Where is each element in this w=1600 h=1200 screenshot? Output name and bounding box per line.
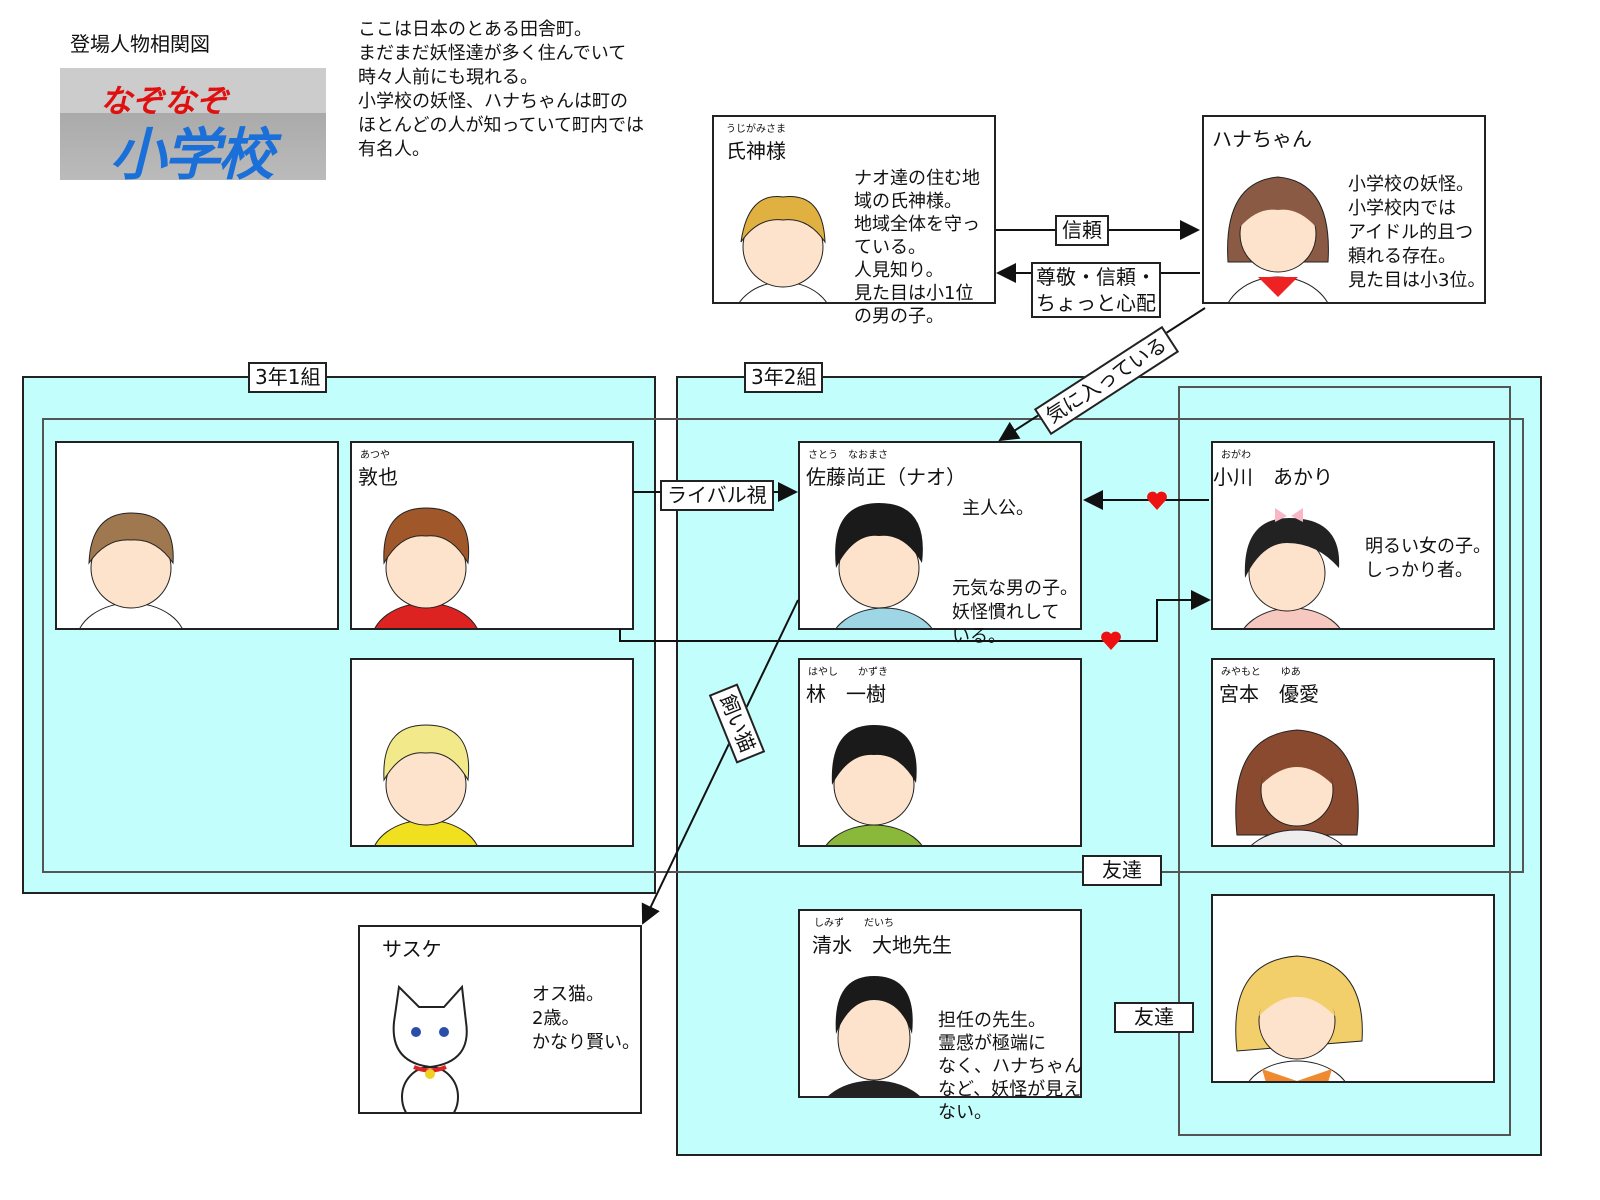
character-desc: ナオ達の住む地域の氏神様。地域全体を守っている。人見知り。見た目は小1位の男の子… [854,121,980,374]
card-classmate-boy[interactable] [55,441,339,630]
desc-line: 元気な男の子。 [952,578,1078,599]
character-portrait [79,512,183,628]
intro-line: まだまだ妖怪達が多く住んでいて [358,43,627,64]
desc-line: しっかり者。 [1365,560,1473,581]
logo: なぞなぞ 小学校 [60,68,326,188]
character-portrait [1227,176,1329,302]
character-portrait [825,725,923,845]
ruby: さとう なおまさ [808,450,888,461]
ruby: しみず だいち [814,918,894,929]
character-name: 氏神様 [726,139,786,163]
card-shimizu[interactable]: しみず だいち 清水 大地先生 担任の先生。霊感が極端になく、ハナちゃんなど、妖… [798,909,1082,1123]
desc-line: なく、ハナちゃん [938,1056,1082,1077]
card-ogawa[interactable]: おがわ 小川 あかり 明るい女の子。しっかり者。 [1211,441,1495,630]
character-portrait [835,503,933,628]
desc-line: 人見知り。 [854,260,944,281]
desc-line: 頼れる存在。 [1348,246,1456,267]
card-hana[interactable]: ハナちゃん 小学校の妖怪。小学校内ではアイドル的且つ頼れる存在。見た目は小3位。 [1202,115,1486,304]
desc-line: 域の氏神様。 [854,191,962,212]
desc-line: 霊感が極端に [938,1033,1046,1054]
intro-line: ここは日本のとある田舎町。 [358,19,592,40]
card-blonde-girl[interactable] [1211,894,1495,1083]
logo-top: なぞなぞ [100,82,229,120]
desc-line: 地域全体を守っ [854,214,980,235]
card-atsuya[interactable]: あつや 敦也 [350,441,634,630]
desc-line: 見た目は小3位。 [1348,270,1486,291]
character-desc: 小学校の妖怪。小学校内ではアイドル的且つ頼れる存在。見た目は小3位。 [1348,125,1485,341]
respect-label: 尊敬・信頼・ ちょっと心配 [1031,262,1161,318]
desc-line: 妖怪慣れして [952,602,1060,623]
intro-text: ここは日本のとある田舎町。 まだまだ妖怪達が多く住んでいて 時々人前にも現れる。… [358,18,644,162]
character-name: 敦也 [358,465,398,489]
desc-line: かなり賢い。 [532,1032,640,1053]
desc-line: ている。 [854,237,926,258]
character-desc: 明るい女の子。しっかり者。 [1365,487,1491,631]
character-portrait [1235,955,1363,1081]
intro-line: ほとんどの人が知っていて町内では [358,115,645,136]
character-name: 佐藤尚正（ナオ） [806,465,966,489]
character-name: 宮本 優愛 [1219,682,1319,706]
ruby: あつや [360,450,390,461]
ruby: みやもと ゆあ [1221,667,1301,678]
ruby: はやし かずき [808,667,888,678]
desc-line: の男の子。 [854,306,944,327]
desc-line: ナオ達の住む地 [854,168,980,189]
character-name: ハナちゃん [1212,127,1312,151]
friends-label: 友達 [1082,855,1162,886]
desc-line: いる。 [952,626,1006,647]
ruby: うじがみさま [726,124,786,135]
character-portrait [1243,508,1341,628]
ruby: おがわ [1221,450,1251,461]
logo-bottom: 小学校 [110,123,274,188]
cat-portrait [392,984,468,1112]
desc-line: 見た目は小1位 [854,283,974,304]
respect-line: ちょっと心配 [1036,291,1156,315]
intro-line: 小学校の妖怪、ハナちゃんは町の [358,91,628,112]
class2-label: 3年2組 [744,362,824,393]
respect-line: 尊敬・信頼・ [1036,265,1156,289]
card-hayashi[interactable]: はやし かずき 林 一樹 [798,658,1082,847]
character-name: サスケ [382,937,442,961]
class1-label: 3年1組 [248,362,328,393]
diagram-title: 登場人物相関図 [70,32,210,56]
character-name: 小川 あかり [1213,465,1333,489]
character-desc: 主人公。 [962,498,1034,519]
desc-line: アイドル的且つ [1348,222,1474,243]
intro-line: 時々人前にも現れる。 [358,67,538,88]
card-blond-boy[interactable] [350,658,634,847]
character-name: 林 一樹 [806,682,886,706]
character-desc: オス猫。 2歳。かなり賢い。 [532,935,640,1103]
card-nao[interactable]: さとう なおまさ 佐藤尚正（ナオ） 主人公。 元気な男の子。妖怪慣れしている。 [798,441,1082,647]
character-portrait [374,724,478,845]
card-miyamoto[interactable]: みやもと ゆあ 宮本 優愛 [1211,658,1495,847]
girls-group-outline [1178,386,1511,1136]
card-ujigami[interactable]: うじがみさま 氏神様 ナオ達の住む地域の氏神様。地域全体を守っている。人見知り。… [712,115,996,327]
character-portrait [1235,729,1359,845]
character-portrait [374,507,478,628]
trust-label: 信頼 [1055,215,1109,246]
character-portrait [739,196,827,302]
character-portrait [828,976,920,1096]
desc-line: 小学校の妖怪。 [1348,174,1474,195]
desc-line: ない。 [938,1102,992,1123]
desc-line: 担任の先生。 [938,1010,1046,1031]
desc-line: 小学校内では [1348,198,1456,219]
rival-label: ライバル視 [660,480,774,511]
friends-label: 友達 [1114,1002,1194,1033]
desc-line: など、妖怪が見え [938,1079,1082,1100]
desc-line: 2歳。 [532,1008,580,1029]
desc-line: 明るい女の子。 [1365,536,1491,557]
intro-line: 有名人。 [358,139,430,160]
character-name: 清水 大地先生 [812,933,952,957]
desc-line: オス猫。 [532,984,604,1005]
card-sasuke[interactable]: サスケ オス猫。 2歳。かなり賢い。 [358,925,642,1114]
character-desc: 担任の先生。霊感が極端になく、ハナちゃんなど、妖怪が見えない。 [938,963,1082,1170]
